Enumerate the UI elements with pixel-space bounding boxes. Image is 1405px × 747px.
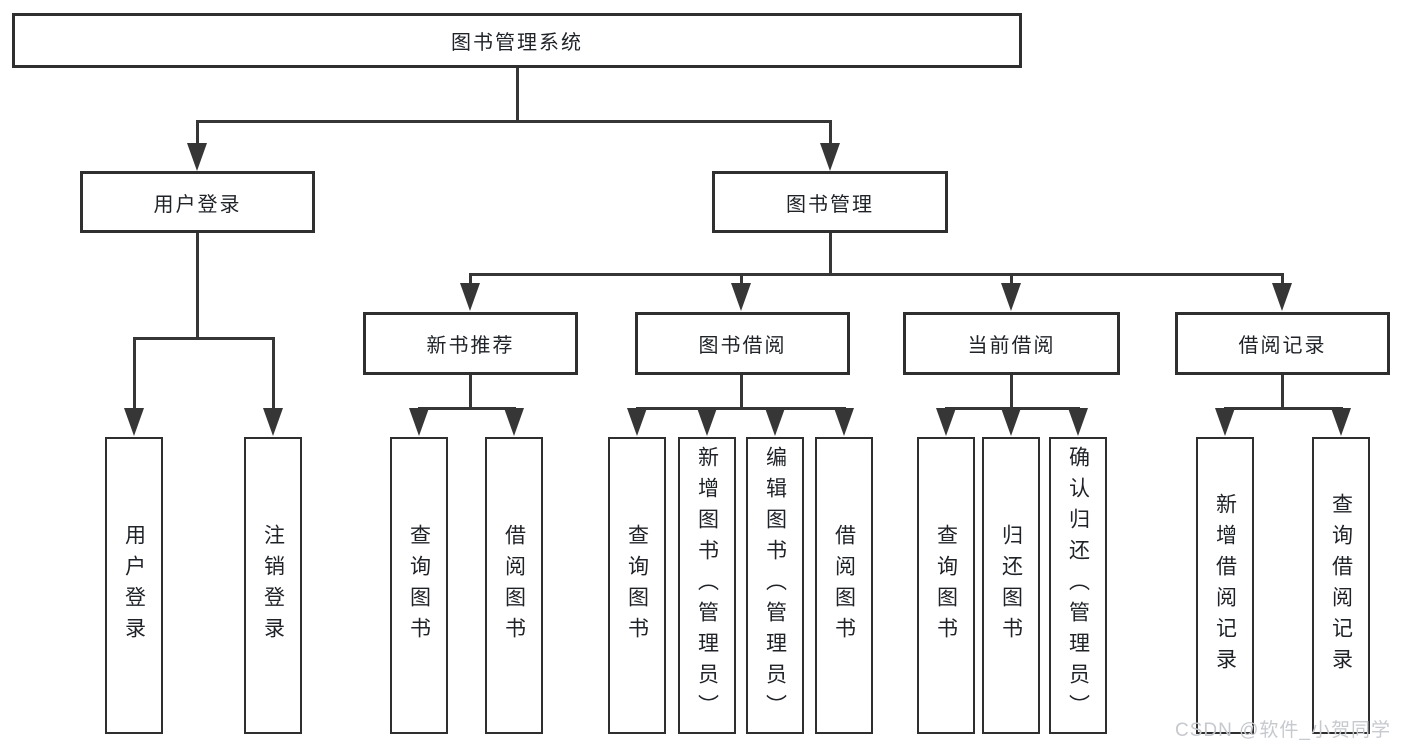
- leaf-label: 注销登录: [261, 523, 285, 648]
- connector-book-mgmt-trunk: [828, 233, 832, 275]
- arrow-down-icon: [697, 408, 717, 436]
- arrow-down-icon: [409, 408, 429, 436]
- leaf-record-add: 新增借阅记录: [1196, 437, 1254, 734]
- connector-trunk: [1280, 375, 1284, 409]
- connector-shaft: [1280, 273, 1284, 289]
- node-new-book-recommend: 新书推荐: [363, 312, 578, 375]
- leaf-newbook-query-book: 查询图书: [390, 437, 448, 734]
- leaf-user-login: 用户登录: [105, 437, 163, 734]
- leaf-label: 借阅图书: [502, 523, 526, 648]
- connector-level2-bar: [195, 120, 832, 123]
- arrow-down-icon: [627, 408, 647, 436]
- node-root-library-system: 图书管理系统: [12, 13, 1022, 68]
- node-book-borrow: 图书借阅: [635, 312, 850, 375]
- leaf-label: 新增借阅记录: [1213, 492, 1237, 679]
- connector-group-bar: [1223, 407, 1343, 410]
- leaf-label: 新增图书（管理员）: [695, 446, 719, 725]
- connector-shaft: [468, 273, 472, 289]
- arrow-down-icon: [1272, 283, 1292, 311]
- arrow-down-icon: [1001, 283, 1021, 311]
- connector-shaft: [132, 337, 136, 415]
- connector-root-trunk: [515, 68, 519, 122]
- leaf-label: 确认归还（管理员）: [1066, 446, 1090, 725]
- connector-shaft: [1009, 273, 1013, 289]
- leaf-label: 查询图书: [407, 523, 431, 648]
- connector-group-bar: [635, 407, 846, 410]
- leaf-borrow-add-book-admin: 新增图书（管理员）: [678, 437, 736, 734]
- leaf-borrow-query-book: 查询图书: [608, 437, 666, 734]
- connector-user-login-bar: [132, 337, 275, 340]
- node-user-login: 用户登录: [80, 171, 315, 233]
- arrow-down-icon: [263, 408, 283, 436]
- node-label: 借阅记录: [1238, 335, 1327, 357]
- leaf-label: 用户登录: [122, 523, 146, 648]
- leaf-label: 借阅图书: [832, 523, 856, 648]
- connector-trunk: [739, 375, 743, 409]
- leaf-current-query-book: 查询图书: [917, 437, 975, 734]
- connector-user-login-trunk: [195, 233, 199, 339]
- node-book-management: 图书管理: [712, 171, 948, 233]
- leaf-borrow-borrow-book: 借阅图书: [815, 437, 873, 734]
- connector-level3-bar: [468, 273, 1284, 276]
- csdn-watermark: CSDN @软件_小贺同学: [1175, 720, 1391, 741]
- connector-group-bar: [417, 407, 516, 410]
- node-label: 图书管理系统: [451, 32, 583, 54]
- arrow-down-icon: [1068, 408, 1088, 436]
- arrow-down-icon: [460, 283, 480, 311]
- leaf-borrow-edit-book-admin: 编辑图书（管理员）: [746, 437, 804, 734]
- arrow-down-icon: [124, 408, 144, 436]
- node-label: 新书推荐: [426, 335, 515, 357]
- leaf-logout: 注销登录: [244, 437, 302, 734]
- node-label: 图书管理: [786, 193, 874, 216]
- leaf-label: 查询图书: [625, 523, 649, 648]
- arrow-down-icon: [834, 408, 854, 436]
- node-borrow-record: 借阅记录: [1175, 312, 1390, 375]
- arrow-down-icon: [731, 283, 751, 311]
- arrow-down-icon: [765, 408, 785, 436]
- arrow-down-icon: [1001, 408, 1021, 436]
- connector-shaft: [195, 120, 199, 148]
- arrow-down-icon: [504, 408, 524, 436]
- arrow-down-icon: [820, 143, 840, 171]
- leaf-label: 查询图书: [934, 523, 958, 648]
- leaf-label: 归还图书: [999, 523, 1023, 648]
- connector-trunk: [468, 375, 472, 409]
- connector-shaft: [739, 273, 743, 289]
- arrow-down-icon: [1331, 408, 1351, 436]
- arrow-down-icon: [1215, 408, 1235, 436]
- leaf-label: 编辑图书（管理员）: [763, 446, 787, 725]
- leaf-current-return-book: 归还图书: [982, 437, 1040, 734]
- node-label: 图书借阅: [698, 335, 787, 357]
- leaf-current-confirm-return-admin: 确认归还（管理员）: [1049, 437, 1107, 734]
- node-label: 当前借阅: [967, 335, 1056, 357]
- arrow-down-icon: [187, 143, 207, 171]
- arrow-down-icon: [936, 408, 956, 436]
- leaf-record-query: 查询借阅记录: [1312, 437, 1370, 734]
- connector-trunk: [1009, 375, 1013, 409]
- leaf-newbook-borrow-book: 借阅图书: [485, 437, 543, 734]
- connector-shaft: [271, 337, 275, 415]
- node-label: 用户登录: [153, 193, 242, 216]
- connector-shaft: [828, 120, 832, 148]
- node-current-borrow: 当前借阅: [903, 312, 1120, 375]
- leaf-label: 查询借阅记录: [1329, 492, 1353, 679]
